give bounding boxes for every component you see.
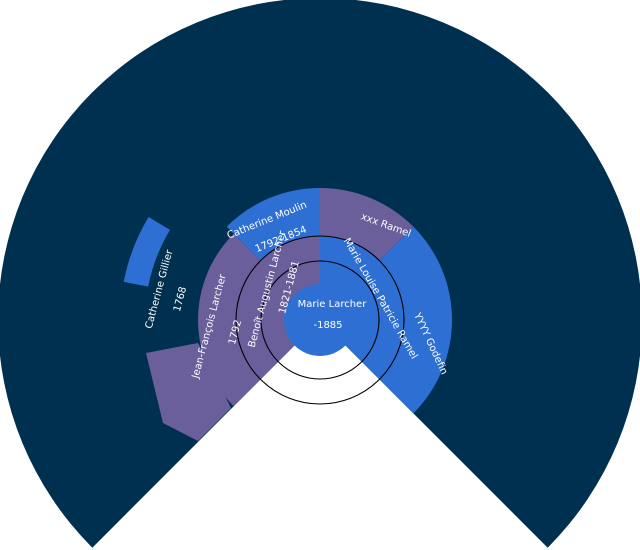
segment-catherine-gillier[interactable] — [123, 216, 170, 287]
segment-xxx-ramel[interactable] — [320, 188, 414, 261]
generation-ring-inner — [260, 260, 380, 380]
segment-jean-francois-larcher[interactable] — [198, 233, 261, 407]
generation-ring-outer — [235, 235, 405, 405]
segment-catherine-moulin[interactable] — [226, 188, 320, 261]
root-name-label: Marie Larcher — [298, 299, 368, 310]
segment-marie-louise-patricie-ramel[interactable] — [320, 236, 404, 380]
segment-yyyy-godefin[interactable] — [379, 226, 452, 414]
root-dates-label: -1885 — [313, 320, 342, 331]
segment-benoit-augustin-larcher[interactable] — [235, 236, 320, 380]
root-person-circle[interactable] — [284, 284, 356, 356]
